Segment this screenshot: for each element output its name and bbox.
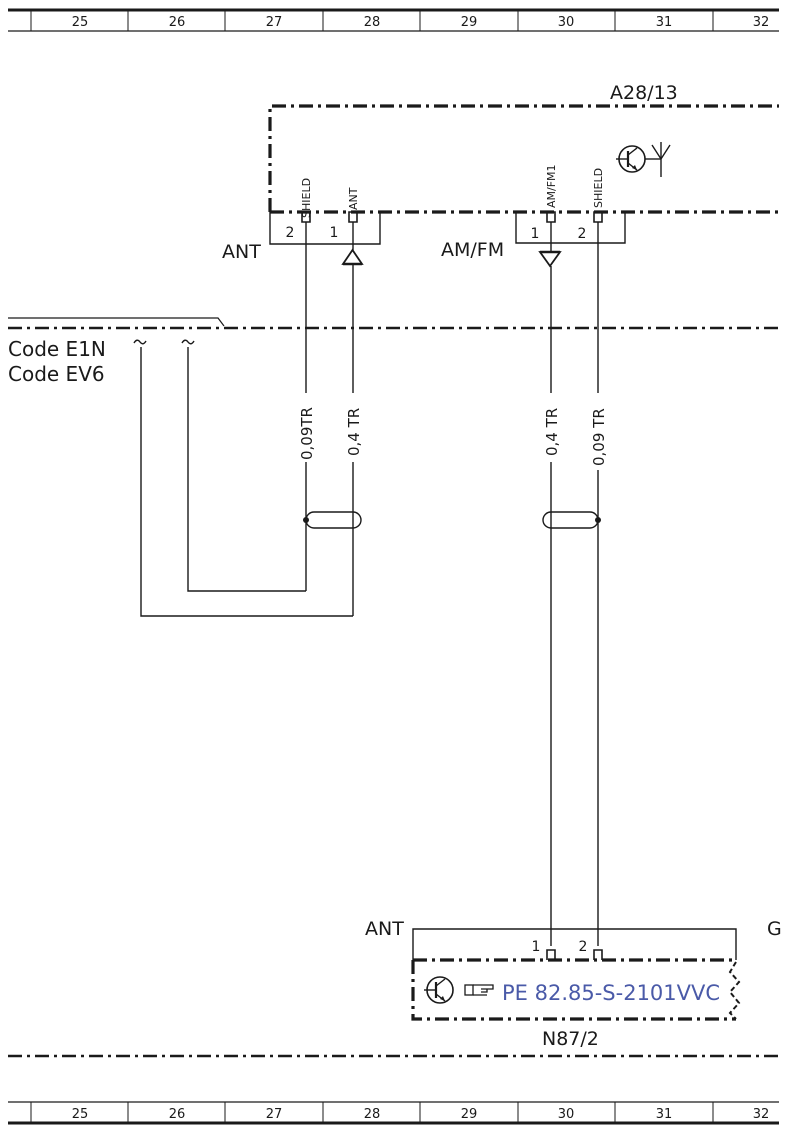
pin-name-shield: SHIELD	[592, 168, 605, 208]
grid-col-28: 28	[364, 1107, 381, 1122]
pointing-hand-icon	[464, 984, 494, 996]
top-grid-ruler: 25 26 27 28 29 30 31 32	[8, 8, 779, 32]
pin-name-amfm1: AM/FM1	[545, 164, 558, 208]
tilde-icon	[181, 339, 195, 345]
wire-label: 0,4 TR	[345, 408, 363, 456]
connector-label-ant: ANT	[222, 241, 261, 263]
pin-number: 1	[330, 225, 339, 241]
code-e1n: Code E1N	[8, 337, 106, 361]
grid-col-26: 26	[169, 15, 186, 30]
grid-col-25: 25	[72, 1107, 89, 1122]
pin-name-shield: SHIELD	[300, 178, 313, 218]
pin-number: 1	[532, 939, 541, 955]
pin-number: 2	[579, 939, 588, 955]
connector-label-ant-bottom: ANT	[365, 918, 404, 940]
reference-link[interactable]: PE 82.85-S-2101VVC	[502, 981, 720, 1005]
antenna-amplifier-icon	[616, 142, 671, 177]
amplifier-icon	[424, 976, 454, 1004]
grid-col-27: 27	[266, 15, 283, 30]
grid-col-31: 31	[656, 15, 673, 30]
connector-ant-top: ANT 2 1 SHIELD ANT	[222, 178, 381, 263]
connector-label-amfm: AM/FM	[441, 239, 504, 261]
component-id-bottom: N87/2	[542, 1028, 599, 1050]
pin-number: 2	[286, 225, 295, 241]
pin-number: 2	[578, 226, 587, 242]
code-region: Code E1N Code EV6	[8, 317, 779, 386]
grid-col-32: 32	[753, 1107, 770, 1122]
signal-arrow-up-icon	[341, 248, 364, 265]
pin-name-ant: ANT	[347, 187, 360, 210]
grid-col-31: 31	[656, 1107, 673, 1122]
grid-col-29: 29	[461, 1107, 478, 1122]
wire-label: 0,09 TR	[590, 408, 608, 466]
grid-col-27: 27	[266, 1107, 283, 1122]
bottom-grid-ruler: 25 26 27 28 29 30 31 32	[8, 1101, 779, 1125]
grid-col-29: 29	[461, 15, 478, 30]
shield-braid-icon	[542, 511, 601, 529]
wire-label: 0,4 TR	[543, 408, 561, 456]
shield-braid-icon	[303, 511, 362, 529]
grid-col-25: 25	[72, 15, 89, 30]
tilde-icon	[133, 339, 147, 345]
grid-col-32: 32	[753, 15, 770, 30]
wires: 0,09TR 0,4 TR 0,4 TR 0,09 TR	[140, 222, 608, 946]
code-ev6: Code EV6	[8, 362, 105, 386]
connector-amfm-top: AM/FM 1 2 AM/FM1 SHIELD	[441, 164, 626, 261]
grid-col-28: 28	[364, 15, 381, 30]
connector-label-g: G	[767, 918, 782, 940]
pin-number: 1	[531, 226, 540, 242]
component-a28-13: A28/13 ANT 2 1 SHIELD ANT	[222, 82, 779, 268]
grid-col-30: 30	[558, 15, 575, 30]
grid-col-30: 30	[558, 1107, 575, 1122]
signal-arrow-down-icon	[538, 251, 562, 268]
component-n87-2: ANT G 1 2 PE 82.85-S-2101VVC N87/2	[365, 918, 782, 1050]
component-id-top: A28/13	[610, 82, 678, 104]
grid-col-26: 26	[169, 1107, 186, 1122]
wire-label: 0,09TR	[298, 407, 316, 460]
